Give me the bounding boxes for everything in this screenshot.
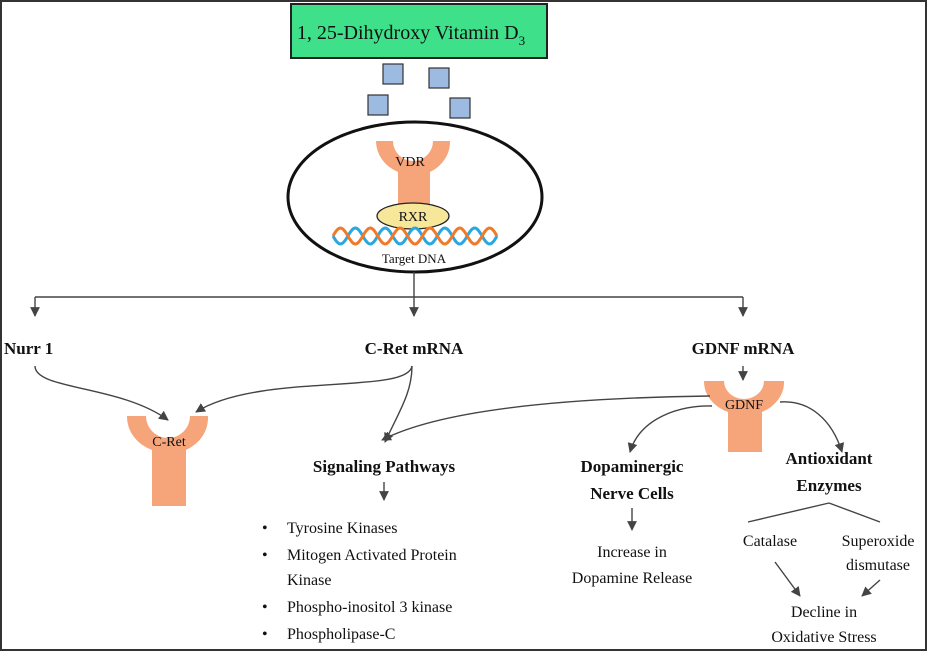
dna-strand-blue bbox=[331, 226, 499, 246]
arrow-nurr1-to-cret bbox=[34, 365, 169, 421]
bullet: • bbox=[262, 599, 268, 616]
ligand-square bbox=[382, 63, 404, 85]
bullet: • bbox=[262, 626, 268, 643]
oxidative-result-line2: Oxidative Stress bbox=[771, 629, 876, 646]
gdnf-receptor bbox=[703, 381, 785, 452]
catalase-label: Catalase bbox=[743, 533, 797, 550]
list-item: Phospho-inositol 3 kinase bbox=[287, 599, 452, 616]
title-text: 1, 25-Dihydroxy Vitamin D3 bbox=[297, 22, 525, 48]
signaling-list: • Tyrosine Kinases • Mitogen Activated P… bbox=[262, 520, 457, 643]
vdr-label: VDR bbox=[395, 155, 425, 170]
cret-mrna-label: C-Ret mRNA bbox=[365, 339, 464, 358]
sod-label-line2: dismutase bbox=[846, 557, 910, 574]
ligand-square bbox=[367, 94, 389, 116]
target-dna-label: Target DNA bbox=[382, 251, 447, 266]
dopamine-result-line1: Increase in bbox=[597, 544, 667, 561]
ligand-molecules bbox=[367, 63, 471, 119]
signaling-heading: Signaling Pathways bbox=[313, 457, 456, 476]
dopamine-result-line2: Dopamine Release bbox=[572, 570, 692, 587]
ligand-square bbox=[449, 97, 471, 119]
arrow-cret-mrna-to-cret bbox=[195, 365, 413, 413]
dna-strand-orange bbox=[331, 226, 499, 246]
antioxidant-heading-line1: Antioxidant bbox=[786, 449, 873, 468]
branch-arrows bbox=[30, 272, 748, 317]
cret-receptor-label: C-Ret bbox=[152, 435, 186, 450]
bullet: • bbox=[262, 547, 268, 564]
arrow-sod-to-decline bbox=[861, 579, 881, 597]
oxidative-result-line1: Decline in bbox=[791, 604, 857, 621]
list-item: Phospholipase-C bbox=[287, 626, 395, 643]
target-dna-helix bbox=[331, 226, 499, 246]
rxr-label: RXR bbox=[399, 210, 428, 225]
sod-label-line1: Superoxide bbox=[842, 533, 915, 550]
title-box bbox=[290, 3, 548, 59]
arrow-gdnf-to-dopaminergic bbox=[627, 405, 713, 453]
nurr1-label: Nurr 1 bbox=[4, 339, 53, 358]
list-item: Tyrosine Kinases bbox=[287, 520, 397, 537]
arrow-catalase-to-decline bbox=[774, 561, 801, 597]
vdr-receptor bbox=[376, 141, 451, 206]
dopaminergic-heading-line1: Dopaminergic bbox=[581, 457, 684, 476]
gdnf-receptor-label: GDNF bbox=[725, 398, 763, 413]
arrow-gdnf-to-antioxidant bbox=[779, 401, 845, 453]
antioxidant-split-right bbox=[828, 502, 881, 523]
arrow-gdnf-to-signaling bbox=[381, 395, 711, 441]
antioxidant-split-left bbox=[747, 502, 830, 523]
list-item: Kinase bbox=[287, 572, 331, 589]
dopaminergic-heading-line2: Nerve Cells bbox=[590, 484, 674, 503]
bullet: • bbox=[262, 520, 268, 537]
antioxidant-heading-line2: Enzymes bbox=[796, 476, 862, 495]
ligand-square bbox=[428, 67, 450, 89]
cret-receptor bbox=[126, 416, 209, 506]
list-item: Mitogen Activated Protein bbox=[287, 547, 457, 564]
gdnf-mrna-label: GDNF mRNA bbox=[692, 339, 795, 358]
